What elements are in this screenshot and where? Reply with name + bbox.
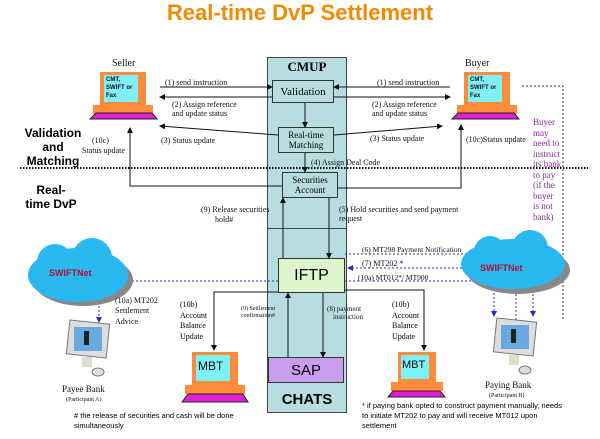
step-10c-left-b: Status update xyxy=(82,146,125,155)
validation-box: Validation xyxy=(272,80,334,103)
swiftnet-left-label: SWIFTNet xyxy=(49,268,92,278)
chats-label: CHATS xyxy=(281,391,333,408)
cmup-label: CMUP xyxy=(287,59,327,74)
step-9-settle-a: (9) Settlement xyxy=(241,306,276,312)
step-2-left-b: and update status xyxy=(172,109,228,118)
mbt-computer-icon-left xyxy=(181,352,249,403)
mbt-right-label: MBT xyxy=(402,359,426,371)
step-8-b: instruction xyxy=(333,313,363,321)
footnote-line: simultaneously xyxy=(74,421,124,430)
paying-bank-label: Paying Bank xyxy=(485,380,532,390)
seller-label: Seller xyxy=(112,58,136,69)
step-10a-left-3: Advice xyxy=(115,317,139,326)
mbt-computer-icon-right xyxy=(386,352,447,398)
step-6: (6) MT298 Payment Notification xyxy=(362,245,462,254)
step-4: (4) Assign Deal Code xyxy=(311,158,381,167)
step-9-release-a: (9) Release securities xyxy=(201,205,270,214)
iftp-box: IFTP xyxy=(278,258,345,293)
footnote-line: * if paying bank opted to construct paym… xyxy=(362,401,562,410)
step-8-a: (8) payment xyxy=(327,305,362,313)
step-1-left: (1) send instruction xyxy=(165,78,228,87)
step-10c-right: (10c)Status update xyxy=(466,135,526,144)
buyer-label: Buyer xyxy=(465,58,490,69)
section-validation-matching: Validation and Matching xyxy=(24,126,82,168)
step-3-left: (3) Status update xyxy=(161,136,216,145)
payee-bank-monitor-icon xyxy=(65,319,111,377)
step-10b-line: Balance xyxy=(392,321,418,330)
step-10b-line: Update xyxy=(392,331,416,341)
step-2-right-b: and update status xyxy=(372,109,428,118)
step-10b-line: Update xyxy=(180,331,204,341)
swiftnet-cloud-right xyxy=(461,230,570,294)
securities-account-box: Securities Account xyxy=(282,172,338,198)
seller-screen-text: CMT, SWIFT or Fax xyxy=(106,77,133,99)
step-10b-line: (10b) xyxy=(392,300,410,309)
buyer-note-line: instruct xyxy=(533,148,560,159)
step-10a-left-2: Settlement xyxy=(115,306,150,315)
step-10a-left-1: (10a) MT202 xyxy=(115,296,158,305)
buyer-computer-icon xyxy=(450,72,521,120)
buyer-note-line: (if the xyxy=(533,180,555,190)
buyer-note-line: Buyer xyxy=(533,117,555,127)
payee-bank-sublabel: (Participant A) xyxy=(66,397,102,403)
step-1-right: (1) send instruction xyxy=(377,78,440,87)
section-realtime-dvp: Real-time DvP xyxy=(25,183,77,211)
buyer-note-line: is not xyxy=(533,201,553,211)
footnote-line: to initiate MT202 to pay and will receiv… xyxy=(362,411,538,420)
buyer-note-line: bank) xyxy=(533,211,554,222)
step-10b-line: (10b) xyxy=(180,300,198,309)
step-7: (7) MT202 * xyxy=(362,259,404,268)
step-5-b: request xyxy=(339,214,363,223)
buyer-note-line: may xyxy=(533,127,549,138)
buyer-note-line: buyer xyxy=(533,190,554,201)
step-10b-line: Balance xyxy=(180,321,206,330)
buyer-note-line: its bank xyxy=(533,159,562,169)
step-2-left-a: (2) Assign reference xyxy=(172,100,237,109)
step-3-right: (3) Status update xyxy=(370,134,425,143)
swiftnet-right-label: SWIFTNet xyxy=(480,263,523,273)
step-9-release-b: hold# xyxy=(215,215,234,224)
footnote-star: * if paying bank opted to construct paym… xyxy=(362,401,562,431)
swiftnet-cloud-left xyxy=(28,238,133,306)
footnote-line: settlement xyxy=(362,421,397,430)
step-2-right-a: (2) Assign reference xyxy=(372,100,437,109)
step-10b-line: Account xyxy=(180,310,208,320)
buyer-note-line: to pay xyxy=(533,169,556,180)
step-9-settle-b: confirmation# xyxy=(241,313,275,319)
buyer-note-line: need to xyxy=(533,138,560,148)
step-10c-left-a: (10c) xyxy=(92,136,109,145)
footnote-hash: # the release of securities and cash wil… xyxy=(74,411,234,431)
diagram-title: Real-time DvP Settlement xyxy=(166,0,434,25)
paying-bank-monitor-icon xyxy=(492,317,538,375)
sap-box: SAP xyxy=(268,357,344,383)
step-5-a: (5) Hold securities and send payment xyxy=(339,205,459,214)
mbt-left-label: MBT xyxy=(198,359,224,373)
footnote-line: # the release of securities and cash wil… xyxy=(74,411,234,420)
paying-bank-sublabel: (Participant B) xyxy=(489,393,525,399)
buyer-screen-text: CMT, SWIFT or Fax xyxy=(470,77,497,99)
step-10b-line: Account xyxy=(392,310,420,320)
step-10a-right: (10a) MT012*/ MT900 xyxy=(358,273,429,282)
seller-computer-icon xyxy=(88,72,159,120)
payee-bank-label: Payee Bank xyxy=(62,384,105,394)
